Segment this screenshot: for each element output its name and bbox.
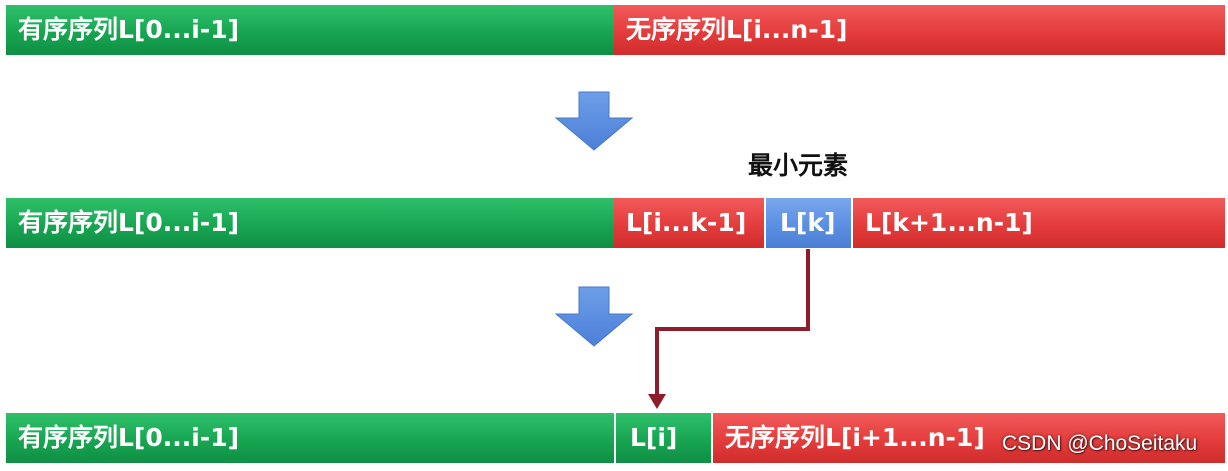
row2-left-unsorted-segment: L[i...k-1] <box>614 198 766 248</box>
row2-right-unsorted-segment: L[k+1...n-1] <box>853 198 1225 248</box>
row3-sorted-segment: 有序序列L[0...i-1] <box>6 413 616 463</box>
watermark: CSDN @ChoSeitaku <box>1002 432 1198 455</box>
min-element-caption: 最小元素 <box>748 151 849 180</box>
row3-unsorted-segment: 无序序列L[i+1...n-1] <box>713 413 1225 463</box>
down-arrow-icon <box>554 91 634 151</box>
row2-sorted-segment: 有序序列L[0...i-1] <box>6 198 614 248</box>
row2-min-segment: L[k] <box>766 198 853 248</box>
move-min-arrow <box>655 249 810 396</box>
row3-placed-segment: L[i] <box>616 413 713 463</box>
row1-sorted-segment: 有序序列L[0...i-1] <box>6 5 614 55</box>
row1-unsorted-segment: 无序序列L[i...n-1] <box>614 5 1225 55</box>
arrowhead-icon <box>648 394 666 409</box>
down-arrow-icon <box>554 286 634 347</box>
